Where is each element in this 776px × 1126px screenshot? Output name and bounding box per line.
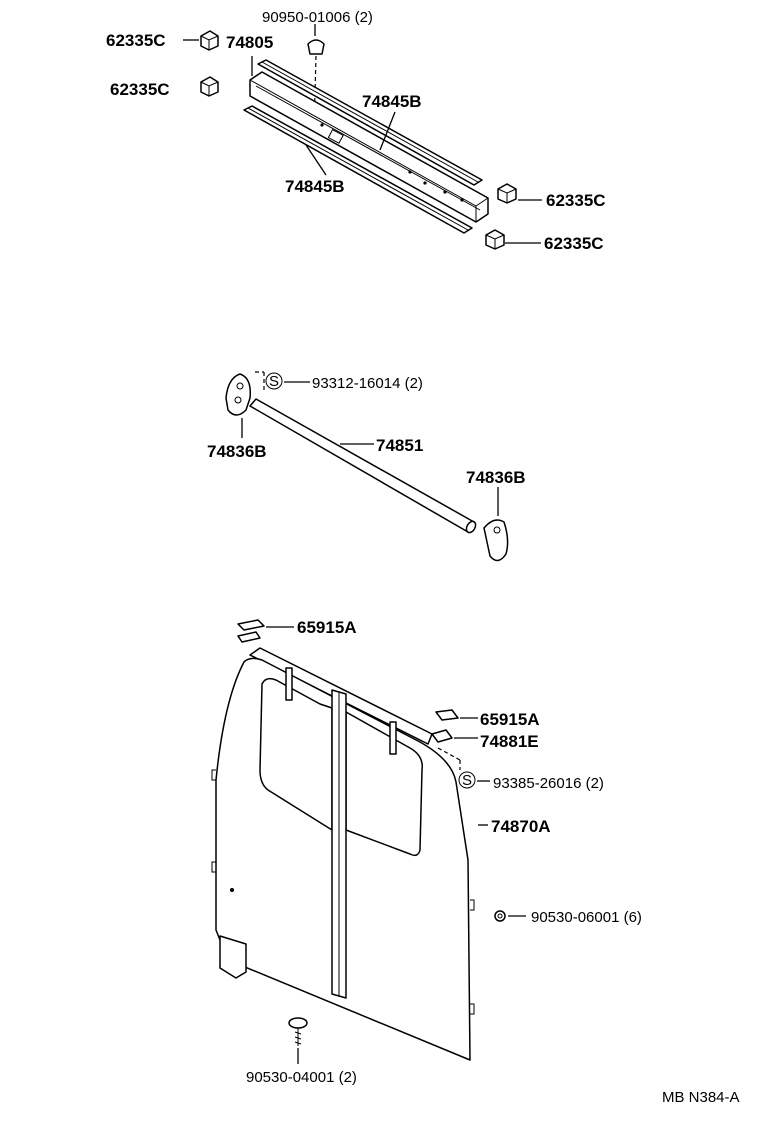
- grommet-90530-06001-part[interactable]: [494, 910, 506, 922]
- upper-rail-assembly: 90950-01006 (2) 62335C 74805 62335C 7484…: [106, 9, 606, 253]
- partition-74870a-part[interactable]: [211, 657, 475, 1061]
- rail-74845b-upper-part[interactable]: [257, 59, 483, 186]
- clip-65915a-part-1[interactable]: [237, 619, 265, 643]
- label-bracket-74836b-left: 74836B: [207, 442, 267, 461]
- clip-62335c-part-3[interactable]: [497, 183, 517, 204]
- main-channel-part[interactable]: [249, 71, 489, 223]
- bracket-74836b-left-part[interactable]: [225, 373, 252, 416]
- figure-code: MB N384-A: [662, 1089, 740, 1106]
- bolt-90950-part[interactable]: [307, 39, 325, 55]
- bracket-74836b-right-part[interactable]: [483, 519, 509, 562]
- label-stop-74805: 74805: [226, 33, 273, 52]
- svg-text:S: S: [462, 772, 472, 789]
- rod-assembly: S 93312-16014 (2) 74836B 74851 74836B: [207, 371, 526, 562]
- clip-62335c-part-1[interactable]: [200, 30, 219, 51]
- clip-62335c-part-2[interactable]: [200, 76, 219, 97]
- label-grommet-90530-06001: 90530-06001 (6): [531, 909, 642, 926]
- svg-text:S: S: [269, 373, 279, 390]
- label-grommet-90530-04001: 90530-04001 (2): [246, 1069, 357, 1086]
- label-screw-93312: 93312-16014 (2): [312, 375, 423, 392]
- s-symbol-93385: S: [458, 771, 476, 789]
- label-clip-62335c-2: 62335C: [110, 80, 170, 99]
- label-partition-74870a: 74870A: [491, 817, 551, 836]
- label-clip-62335c-1: 62335C: [106, 31, 166, 50]
- label-rod-74851: 74851: [376, 436, 423, 455]
- label-bolt-90950: 90950-01006 (2): [262, 9, 373, 26]
- label-clip-65915a-2: 65915A: [480, 710, 540, 729]
- grommet-90530-04001-part[interactable]: [288, 1017, 308, 1046]
- label-rail-74845b-upper: 74845B: [362, 92, 422, 111]
- partition-assembly: S 65915A 65915A 74881E 93385-26016 (2) 7…: [211, 618, 642, 1086]
- s-symbol-93312: S: [265, 372, 283, 390]
- label-clip-62335c-3: 62335C: [546, 191, 606, 210]
- clip-65915a-part-2[interactable]: [435, 709, 459, 721]
- label-clip-62335c-4: 62335C: [544, 234, 604, 253]
- label-hanger-74881e: 74881E: [480, 732, 539, 751]
- hanger-74881e-part[interactable]: [431, 729, 453, 743]
- label-clip-65915a-1: 65915A: [297, 618, 357, 637]
- clip-62335c-part-4[interactable]: [485, 229, 505, 250]
- label-screw-93385: 93385-26016 (2): [493, 775, 604, 792]
- label-rail-74845b-lower: 74845B: [285, 177, 345, 196]
- rod-74851-part[interactable]: [249, 398, 477, 534]
- rail-74845b-lower-part[interactable]: [243, 105, 473, 234]
- label-bracket-74836b-right: 74836B: [466, 468, 526, 487]
